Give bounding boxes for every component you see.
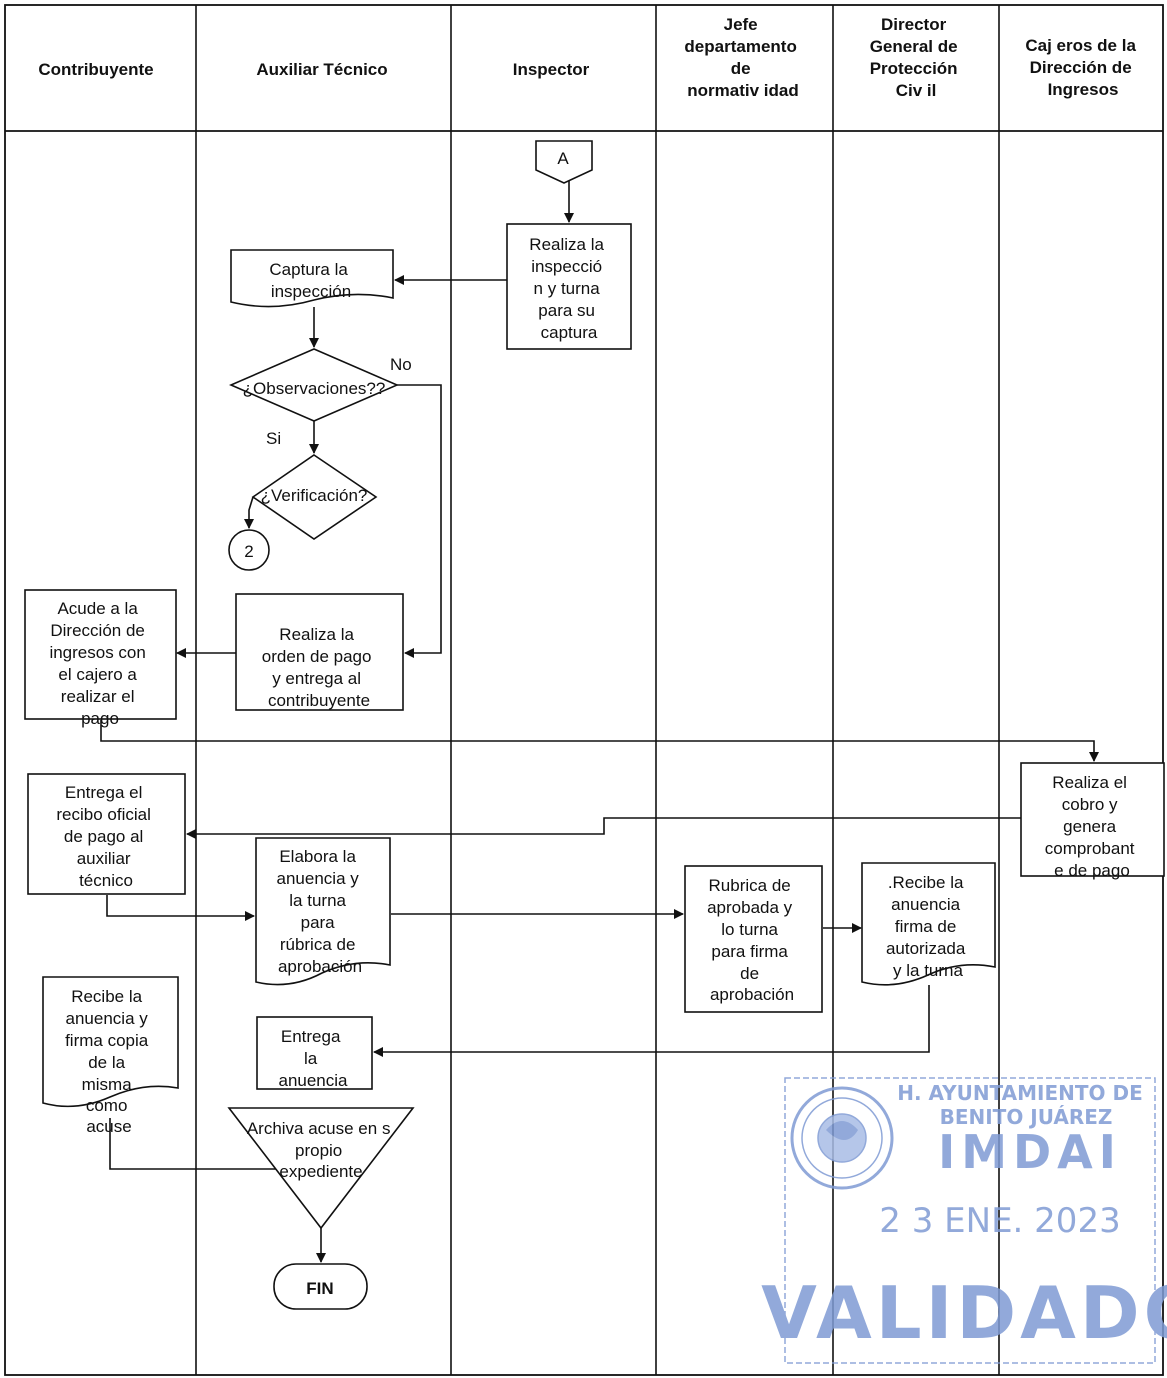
svg-text:¿Verificación?: ¿Verificación? — [261, 486, 368, 505]
lane-header-auxiliar-tecnico: Auxiliar Técnico — [256, 60, 387, 79]
svg-text:Archiva acuse en s propi: Archiva acuse en s propio expediente — [247, 1119, 395, 1181]
branch-label-no: No — [390, 355, 412, 374]
svg-text:FIN: FIN — [306, 1279, 333, 1298]
process-entrega-anuencia: Entrega la anuencia — [256, 1016, 373, 1090]
svg-text:2: 2 — [244, 542, 253, 561]
flow-edges — [100, 180, 1099, 1263]
stamp-line-benito-juarez: BENITO JUÁREZ — [940, 1105, 1113, 1129]
lane-header-jefe-normatividad: Jefe departamento de normativ idad — [684, 15, 801, 100]
lane-header-inspector: Inspector — [513, 60, 590, 79]
lane-header-director-proteccion-civil: Director General de Protección Civ il — [870, 15, 963, 100]
process-entrega-recibo: Entrega el recibo oficial de pago al aux… — [27, 773, 186, 895]
document-recibe-anuencia-contribuyente: Recibe la anuencia y firma copia de la m… — [42, 976, 179, 1136]
svg-text:Acude a la Dirección de: Acude a la Dirección de ingresos con el … — [49, 599, 150, 728]
svg-text:Recibe la anuencia y: Recibe la anuencia y firma copia de la m… — [65, 987, 153, 1136]
stamp-line-imdai: IMDAI — [938, 1125, 1122, 1179]
stamp-status: VALIDADO — [761, 1271, 1167, 1355]
document-recibe-anuencia-director: .Recibe la anuencia firma de autorizada … — [861, 862, 996, 986]
process-orden-de-pago: Realiza la orden de pago y entrega al co… — [235, 593, 404, 711]
svg-text:Entrega el recibo oficia: Entrega el recibo oficial de pago al aux… — [56, 783, 155, 890]
svg-text:Rubrica de aprobada y: Rubrica de aprobada y lo turna para firm… — [707, 876, 797, 1004]
validation-stamp: H. AYUNTAMIENTO DE BENITO JUÁREZ IMDAI 2… — [761, 1077, 1167, 1364]
decision-verificacion: ¿Verificación? — [251, 454, 378, 540]
lane-header-contribuyente: Contribuyente — [38, 60, 153, 79]
svg-text:A: A — [557, 149, 569, 168]
svg-text:Realiza la inspecció: Realiza la inspecció n y turna para su c… — [529, 235, 608, 342]
process-rubrica-aprobada: Rubrica de aprobada y lo turna para firm… — [684, 865, 823, 1013]
svg-text:Realiza el cobro y: Realiza el cobro y genera comprobant e d… — [1045, 773, 1140, 880]
svg-text:Elabora la anuencia y: Elabora la anuencia y la turna para rúbr… — [277, 847, 364, 976]
document-elabora-anuencia: Elabora la anuencia y la turna para rúbr… — [255, 837, 391, 986]
stamp-date: 2 3 ENE. 2023 — [879, 1201, 1120, 1241]
stamp-border — [784, 1077, 1156, 1364]
branch-label-si: Si — [266, 429, 281, 448]
svg-text:Captura la inspección: Captura la inspección — [269, 260, 352, 301]
svg-text:Realiza la orden de pago: Realiza la orden de pago y entrega al co… — [262, 625, 376, 710]
process-realiza-cobro: Realiza el cobro y genera comprobant e d… — [1020, 762, 1165, 880]
svg-text:¿Observaciones??: ¿Observaciones?? — [243, 379, 386, 398]
svg-text:.Recibe la anuencia: .Recibe la anuencia firma de autorizada … — [886, 873, 970, 980]
document-captura-inspeccion: Captura la inspección — [230, 249, 394, 308]
process-realiza-inspeccion: Realiza la inspecció n y turna para su c… — [506, 223, 632, 350]
seal-icon — [790, 1086, 894, 1190]
svg-text:Entrega la anuenci: Entrega la anuencia — [278, 1027, 348, 1090]
process-acude-direccion-ingresos: Acude a la Dirección de ingresos con el … — [24, 589, 177, 728]
archive-archiva-acuse: Archiva acuse en s propio expediente — [227, 1107, 415, 1230]
decision-observaciones: ¿Observaciones?? — [228, 348, 400, 422]
terminator-fin: FIN — [273, 1263, 368, 1310]
lane-header-cajeros-ingresos: Caj eros de la Dirección de Ingresos — [1025, 36, 1140, 99]
stamp-line-ayuntamiento: H. AYUNTAMIENTO DE — [897, 1081, 1143, 1105]
connector-2: 2 — [228, 529, 270, 571]
offpage-connector-a: A — [535, 140, 593, 184]
